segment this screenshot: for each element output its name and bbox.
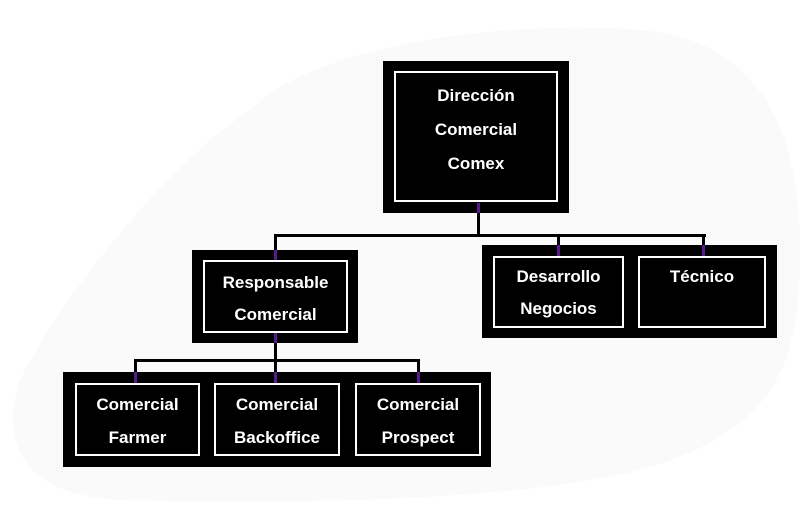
node-label-line: Comex	[447, 154, 505, 173]
node-responsable-comercial[interactable]: Responsable Comercial	[203, 260, 348, 333]
connector-responsable-down	[274, 343, 277, 361]
connector-prospect-on-frame	[417, 372, 420, 383]
node-label-line: Prospect	[381, 428, 455, 447]
node-label-line: Comercial	[96, 395, 179, 414]
connector-responsable-top-on-frame	[274, 250, 277, 260]
connector-desarrollo-on-frame	[557, 245, 560, 256]
connector-root-down	[477, 213, 480, 236]
node-comercial-prospect[interactable]: Comercial Prospect	[355, 383, 481, 456]
connector-level2-horizontal	[274, 234, 706, 237]
node-label-line: Comercial	[376, 395, 460, 414]
node-direccion-comercial-comex[interactable]: Dirección Comercial Comex	[394, 71, 558, 202]
node-tecnico[interactable]: Técnico	[638, 256, 766, 328]
node-label-line: Comercial	[434, 120, 518, 139]
node-comercial-farmer[interactable]: Comercial Farmer	[75, 383, 200, 456]
connector-level3-horizontal	[134, 359, 420, 362]
connector-root-on-frame	[477, 203, 480, 213]
connector-prospect-drop	[417, 359, 420, 372]
connector-farmer-drop	[134, 359, 137, 372]
node-comercial-backoffice[interactable]: Comercial Backoffice	[214, 383, 340, 456]
node-label-line: Técnico	[669, 267, 735, 286]
node-label-line: Backoffice	[234, 428, 320, 447]
connector-tecnico-drop	[702, 234, 705, 245]
connector-desarrollo-drop	[557, 234, 560, 245]
node-label-line: Responsable	[222, 273, 329, 292]
node-label-line: Negocios	[520, 299, 597, 318]
node-label-line: Comercial	[234, 305, 317, 324]
node-label-line: Dirección	[437, 86, 515, 105]
node-label-line: Comercial	[235, 395, 319, 414]
connector-farmer-on-frame	[134, 372, 137, 383]
connector-responsable-drop	[274, 234, 277, 250]
connector-backoffice-on-frame	[274, 372, 277, 383]
connector-responsable-bottom-on-frame	[274, 333, 277, 343]
node-desarrollo-negocios[interactable]: Desarrollo Negocios	[493, 256, 624, 328]
node-label-line: Farmer	[108, 428, 167, 447]
node-label-line: Desarrollo	[516, 267, 601, 286]
connector-backoffice-drop	[274, 359, 277, 372]
connector-tecnico-on-frame	[702, 245, 705, 256]
